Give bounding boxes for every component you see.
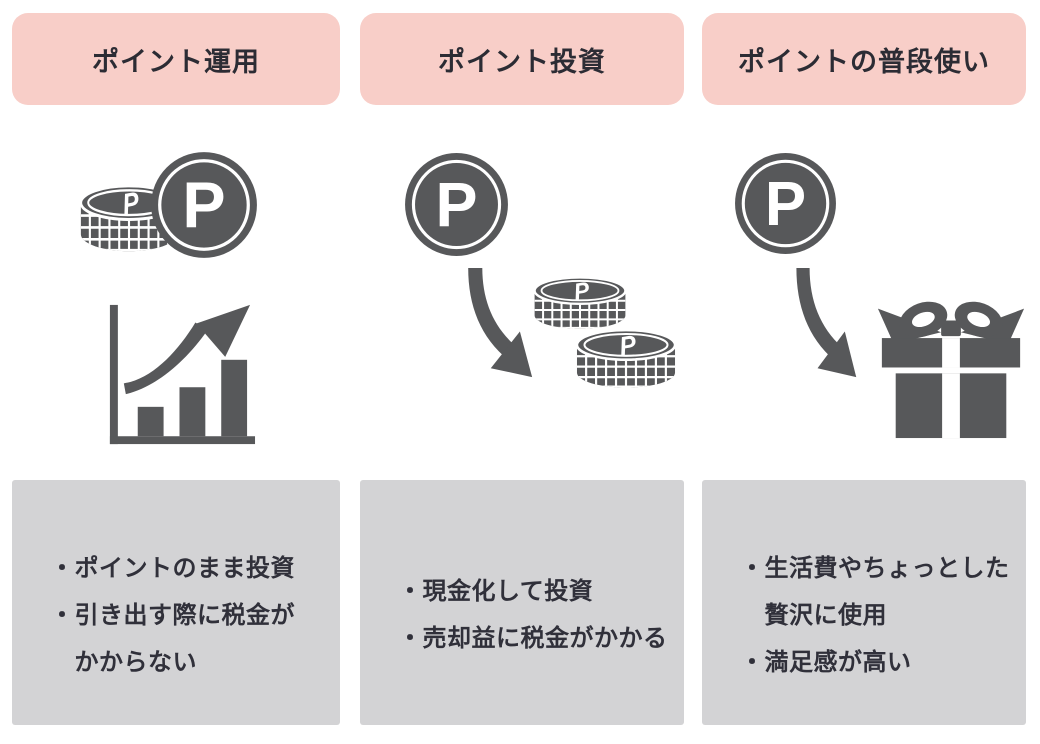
point-medal-icon [734, 152, 837, 255]
point-medal-icon [150, 151, 258, 259]
gift-box-icon [872, 293, 1030, 440]
icon-area-point-unyo [12, 105, 340, 480]
column-point-unyo: ポイント運用 ・ポイントのまま投資 ・引き出す際に税金が かからない [12, 0, 340, 744]
note-line: ・満足感が高い [740, 648, 912, 676]
note-line: 贅沢に使用 [740, 601, 887, 629]
notes-panel-point-toshi: ・現金化して投資 ・売却益に税金がかかる [360, 480, 684, 725]
column-header-point-fudanzukai: ポイントの普段使い [702, 13, 1026, 105]
icon-area-point-fudanzukai [702, 105, 1026, 480]
point-medal-icon [404, 152, 509, 257]
column-header-point-toshi: ポイント投資 [360, 13, 684, 105]
notes-panel-point-unyo: ・ポイントのまま投資 ・引き出す際に税金が かからない [12, 480, 340, 725]
curved-arrow-icon [770, 268, 858, 392]
icon-area-point-toshi [360, 105, 684, 480]
point-coin-stacks-icon [530, 272, 680, 404]
note-line: ・現金化して投資 [398, 578, 594, 605]
note-line: ・生活費やちょっとした [740, 554, 1010, 582]
note-line: かからない [50, 648, 197, 676]
curved-arrow-icon [440, 268, 534, 392]
note-line: ・引き出す際に税金が [50, 601, 295, 629]
notes-panel-point-fudanzukai: ・生活費やちょっとした 贅沢に使用 ・満足感が高い [702, 480, 1026, 725]
note-line: ・売却益に税金がかかる [398, 625, 668, 652]
column-point-fudanzukai: ポイントの普段使い ・生活費やちょっとした 贅沢に使用 ・満足感が高い [702, 0, 1026, 744]
column-point-toshi: ポイント投資 ・現金化して投資 ・売却益に税金がかかる [360, 0, 684, 744]
growth-chart-arrow-icon [96, 301, 260, 448]
column-header-point-unyo: ポイント運用 [12, 13, 340, 105]
note-line: ・ポイントのまま投資 [50, 554, 295, 582]
